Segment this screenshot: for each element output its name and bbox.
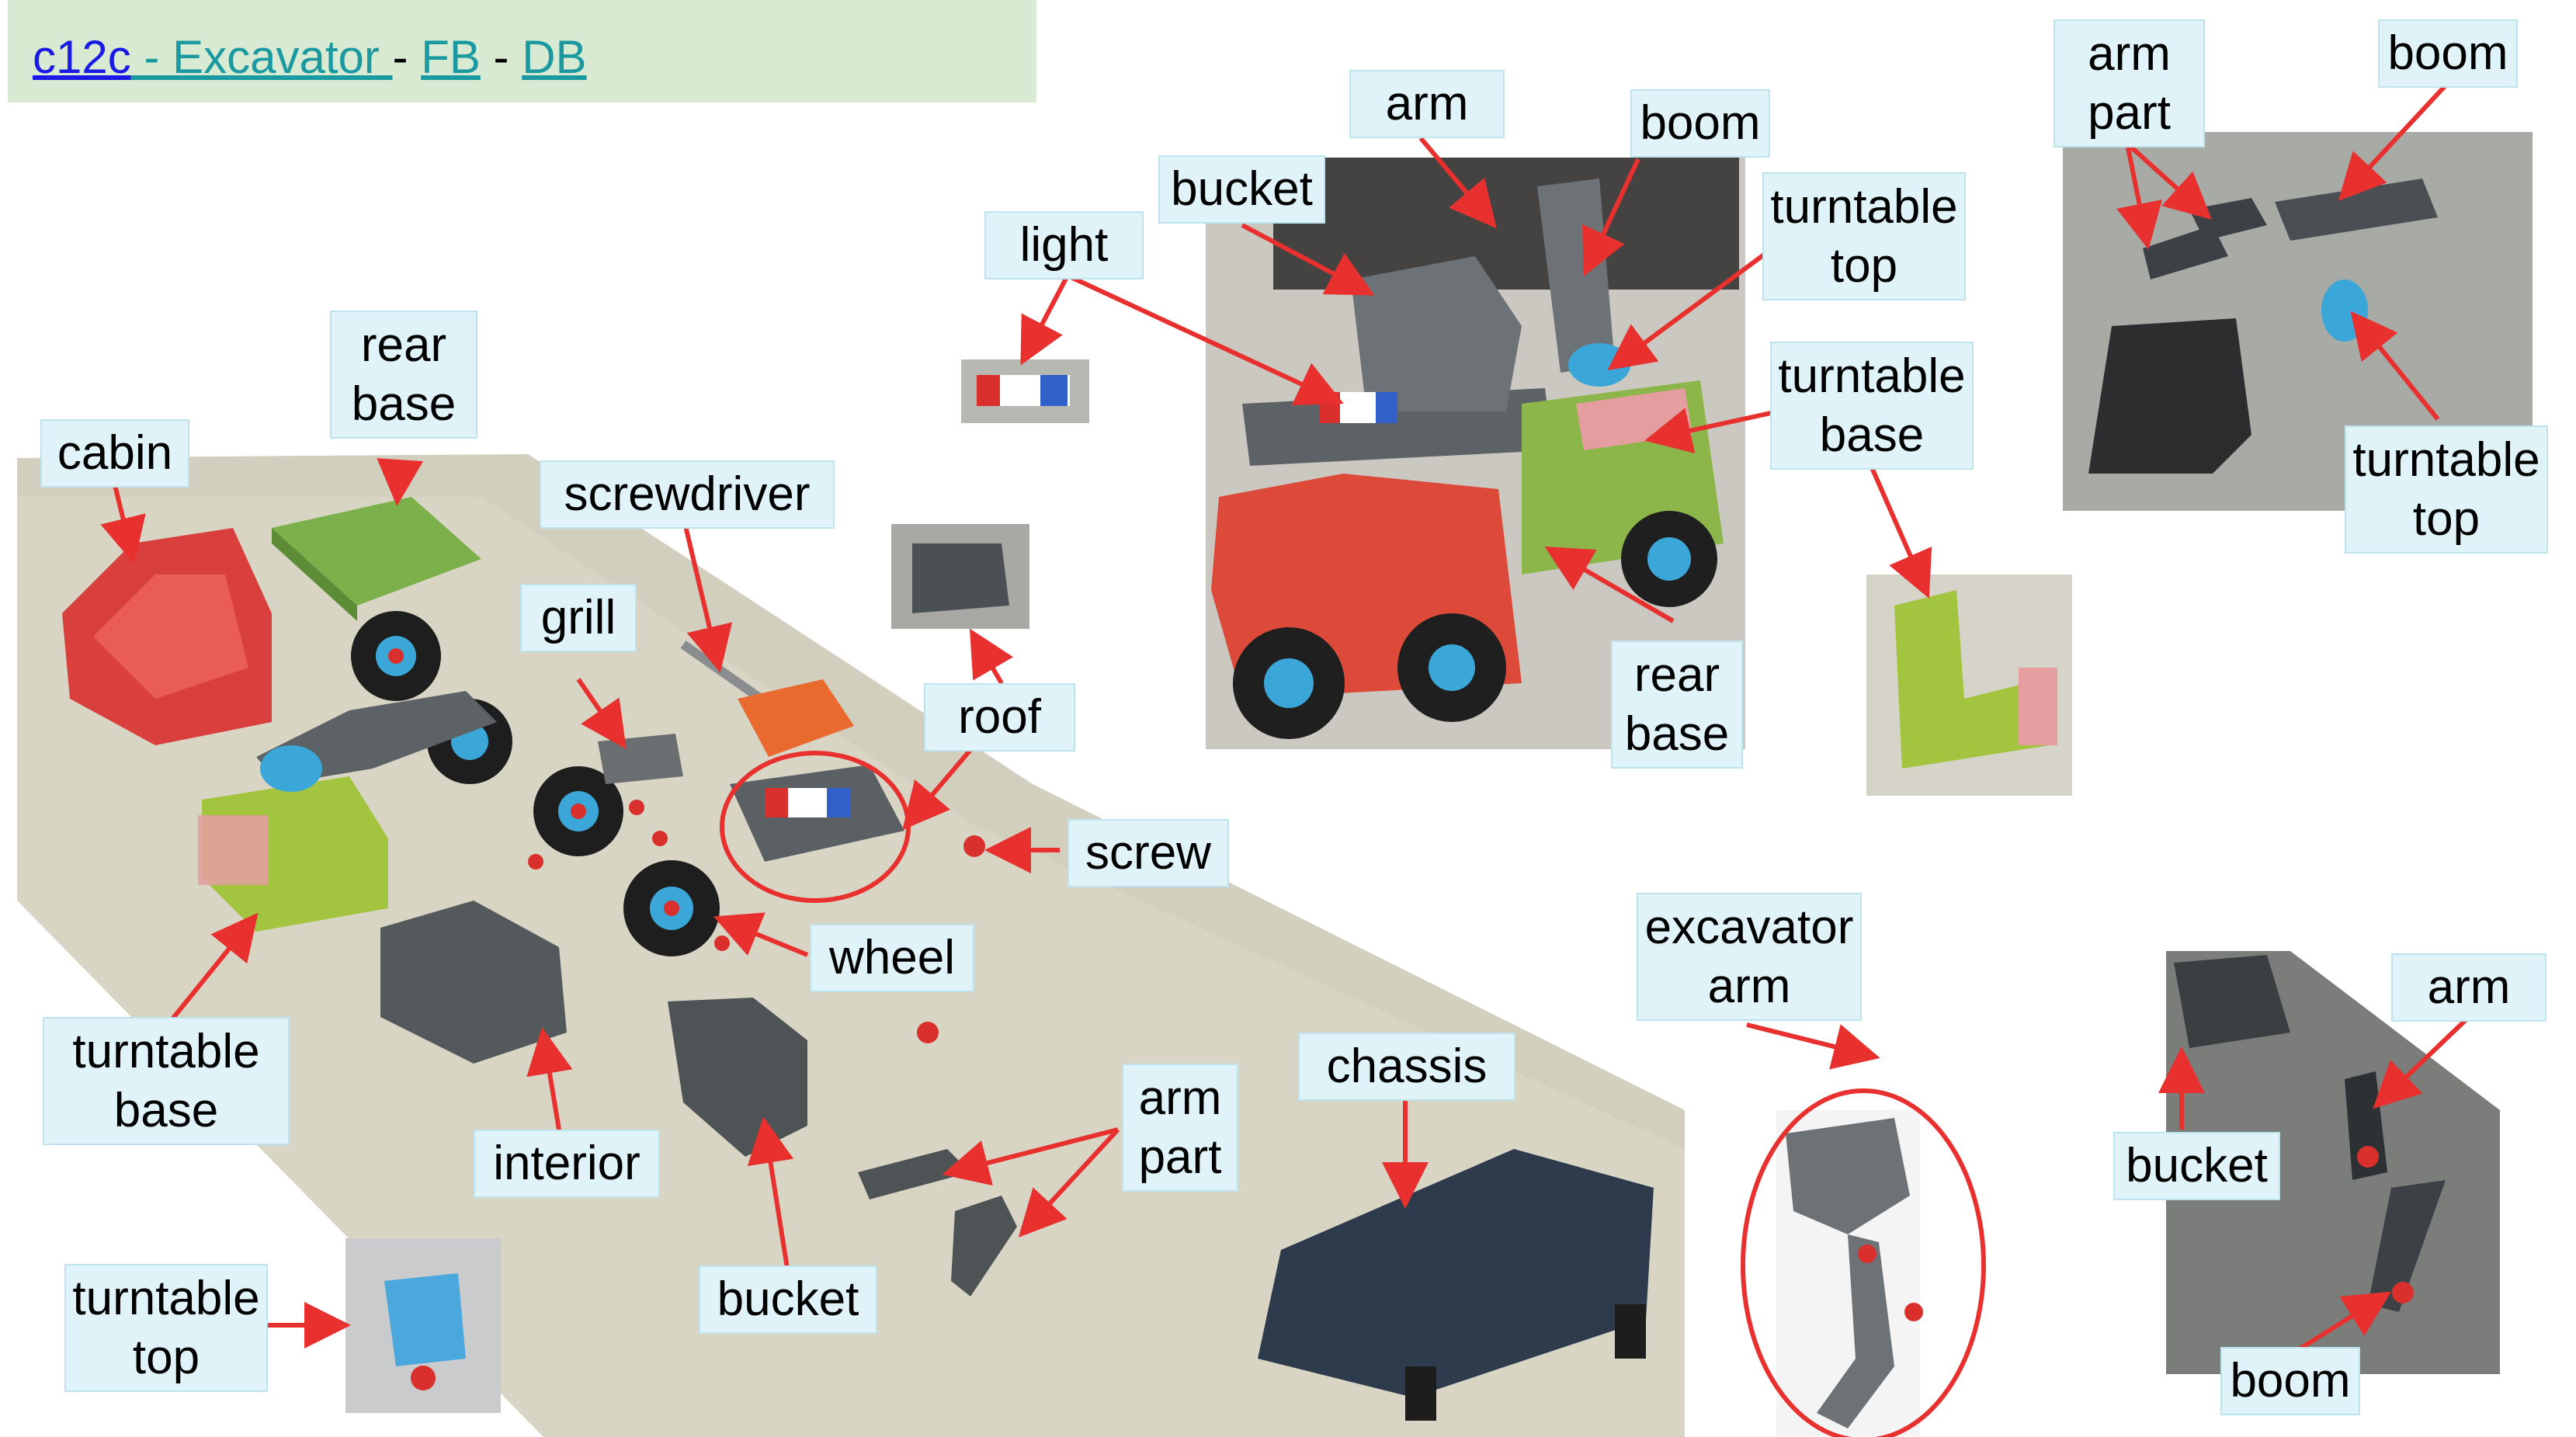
label-boom-center: boom — [1630, 89, 1770, 158]
excavator-arm-highlight-circle — [1741, 1088, 1986, 1437]
turntable-base-photo — [1866, 574, 2072, 796]
label-text: base — [1819, 408, 1925, 462]
label-text: turntable — [1778, 349, 1966, 403]
label-text: part — [2088, 85, 2171, 140]
label-text: boom — [2230, 1354, 2351, 1407]
label-text: screwdriver — [564, 467, 811, 521]
label-grill: grill — [520, 584, 637, 652]
label-text: chassis — [1326, 1040, 1488, 1093]
db-link[interactable]: DB — [522, 31, 587, 83]
label-text: boom — [2387, 26, 2508, 80]
annotation-arrows — [100, 83, 2471, 1357]
label-text: arm — [2427, 960, 2511, 1014]
label-arm-right: arm — [2391, 953, 2546, 1022]
label-text: base — [1624, 706, 1730, 761]
label-screw: screw — [1068, 819, 1229, 887]
label-text: top — [2412, 491, 2481, 546]
label-text: excavator — [1644, 900, 1854, 954]
label-text: cabin — [57, 426, 173, 480]
separator: - — [392, 31, 422, 83]
label-text: roof — [958, 690, 1041, 744]
label-text: arm — [2088, 26, 2171, 81]
label-boom-right-bottom: boom — [2220, 1347, 2360, 1415]
label-text: top — [1830, 238, 1898, 293]
label-text: top — [132, 1330, 200, 1384]
interior-part — [380, 901, 567, 1064]
light-photo — [961, 359, 1089, 423]
grill-part — [598, 734, 683, 784]
label-arm-center: arm — [1349, 70, 1505, 138]
label-interior: interior — [474, 1130, 660, 1198]
label-text: light — [1019, 218, 1109, 272]
assembled-excavator-photo — [1206, 158, 1745, 749]
label-bucket-left: bucket — [699, 1265, 877, 1334]
label-text: wheel — [829, 931, 955, 984]
label-text: turntable — [2352, 432, 2540, 487]
label-text: turntable — [72, 1024, 260, 1078]
wheels — [351, 611, 720, 956]
label-text: bucket — [2126, 1139, 2268, 1192]
label-cabin: cabin — [40, 419, 189, 488]
label-text: rear — [360, 318, 447, 372]
turntable-base-part — [198, 745, 388, 932]
label-text: base — [113, 1083, 219, 1137]
header-links: c12c - Excavator - FB - DB — [33, 26, 587, 89]
label-text: screw — [1085, 826, 1211, 880]
label-screwdriver: screwdriver — [540, 460, 835, 529]
label-text: grill — [540, 591, 616, 644]
label-light: light — [984, 211, 1144, 279]
label-text: bucket — [717, 1272, 859, 1326]
chassis-part — [1258, 1149, 1654, 1421]
label-text: turntable — [1770, 179, 1958, 234]
fb-link[interactable]: FB — [421, 31, 481, 83]
roof-with-light-part — [730, 765, 904, 862]
label-text: boom — [1640, 96, 1761, 150]
label-bucket-center: bucket — [1158, 155, 1325, 224]
excavator-arm-photo — [1776, 1110, 1923, 1436]
label-bucket-right: bucket — [2113, 1132, 2280, 1200]
turntable-top-photo-left — [345, 1238, 501, 1413]
label-text: arm — [1138, 1071, 1222, 1125]
header-bar: c12c - Excavator - FB - DB — [8, 0, 1036, 102]
label-roof: roof — [924, 683, 1075, 751]
label-text: turntable — [72, 1271, 260, 1325]
label-boom-right-top: boom — [2378, 19, 2518, 88]
red-cabin-part — [62, 528, 272, 745]
code-link[interactable]: c12c — [33, 31, 131, 83]
label-text: arm — [1707, 959, 1791, 1013]
label-text: interior — [493, 1137, 641, 1190]
label-wheel: wheel — [810, 924, 974, 992]
title-link[interactable]: - Excavator — [130, 31, 393, 83]
roof-photo — [891, 524, 1029, 629]
label-text: rear — [1633, 647, 1720, 702]
label-text: bucket — [1171, 162, 1313, 216]
label-text: arm — [1385, 77, 1469, 130]
parts-photo-bottom-right — [2166, 951, 2500, 1374]
label-text: part — [1138, 1130, 1222, 1184]
separator: - — [480, 31, 522, 83]
label-text: base — [351, 377, 457, 431]
green-rear-base-part — [272, 497, 481, 621]
label-chassis: chassis — [1298, 1033, 1515, 1101]
